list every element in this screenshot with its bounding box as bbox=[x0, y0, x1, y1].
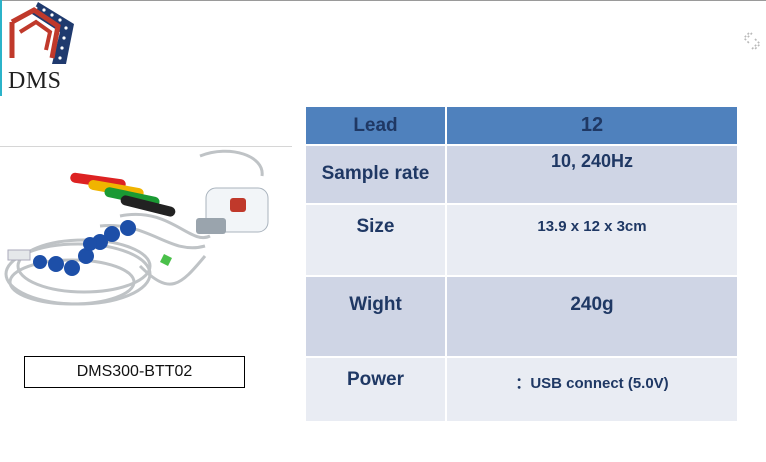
expand-arrows-icon[interactable] bbox=[741, 30, 763, 52]
row-value: ：USB connect (5.0V) bbox=[515, 375, 669, 392]
table-row: Sample rate 10, 240Hz bbox=[306, 146, 737, 203]
row-label: Wight bbox=[349, 294, 402, 315]
ecg-device-image bbox=[4, 149, 269, 306]
header-label: Lead bbox=[353, 115, 398, 136]
accent-bar bbox=[0, 0, 2, 96]
row-value: 10, 240Hz bbox=[550, 151, 634, 171]
dms-logo: DMS bbox=[4, 2, 76, 94]
header-value: 12 bbox=[580, 114, 604, 136]
table-row: Wight 240g bbox=[306, 277, 737, 356]
spec-table: Lead 12 Sample rate 10, 240Hz Size 13.9 … bbox=[306, 107, 737, 421]
row-value: 13.9 x 12 x 3cm bbox=[537, 218, 647, 235]
model-caption: DMS300-BTT02 bbox=[24, 356, 245, 388]
row-label: Size bbox=[356, 216, 395, 237]
dms-logo-mark-icon bbox=[9, 2, 74, 64]
row-label: Sample rate bbox=[321, 163, 430, 184]
table-row: Size 13.9 x 12 x 3cm bbox=[306, 205, 737, 275]
table-row: Power ：USB connect (5.0V) bbox=[306, 358, 737, 421]
top-divider bbox=[0, 0, 766, 1]
row-label: Power bbox=[346, 369, 405, 390]
table-header-row: Lead 12 bbox=[306, 107, 737, 144]
brand-name: DMS bbox=[8, 68, 62, 94]
image-frame-line bbox=[0, 146, 292, 147]
row-value: 240g bbox=[570, 294, 614, 315]
